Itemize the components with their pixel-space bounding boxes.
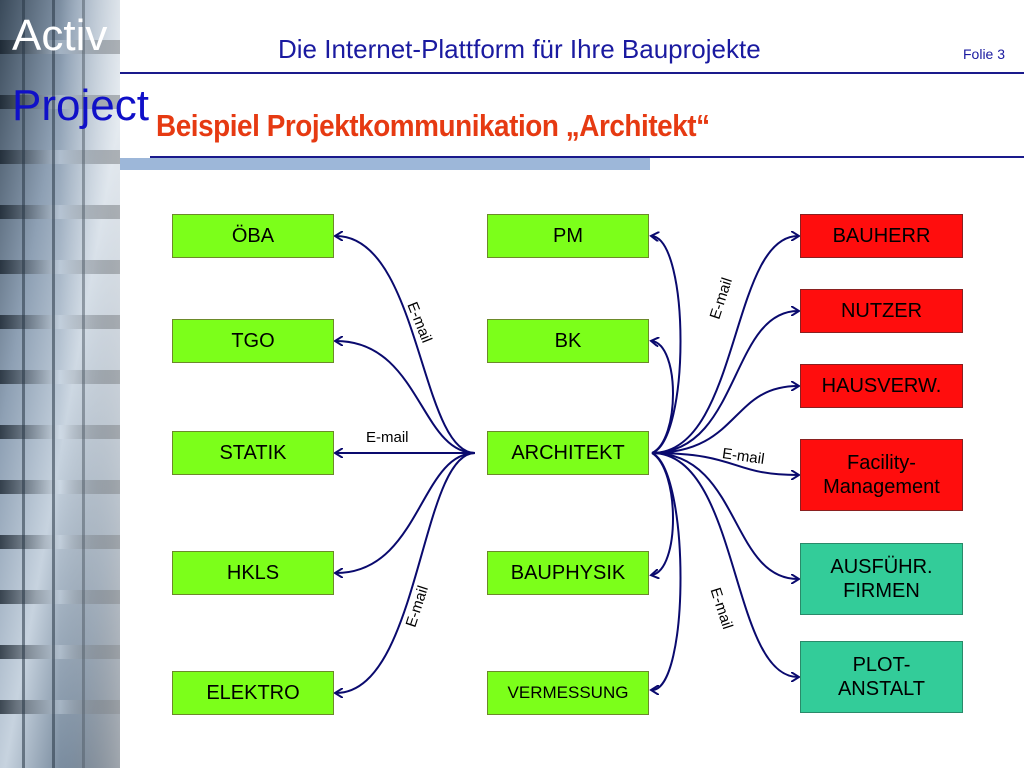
node-pm: PM <box>487 214 649 258</box>
link-architekt-hausverw <box>651 386 798 454</box>
node-facility-management: Facility- Management <box>800 439 963 511</box>
node-statik: STATIK <box>172 431 334 475</box>
link-architekt-tgo <box>336 341 476 454</box>
node-hausverw: HAUSVERW. <box>800 364 963 408</box>
link-architekt-elektro <box>336 452 476 693</box>
link-architekt-bauphysik <box>652 452 674 575</box>
node-ausfuehr-firmen: AUSFÜHR. FIRMEN <box>800 543 963 615</box>
link-architekt-nutzer <box>651 311 798 454</box>
edge-label-email-statik: E-mail <box>366 429 409 446</box>
link-architekt-pm <box>652 236 682 454</box>
node-oeba: ÖBA <box>172 214 334 258</box>
node-vermessung: VERMESSUNG <box>487 671 649 715</box>
platform-subtitle: Die Internet-Plattform für Ihre Bauproje… <box>278 34 761 64</box>
link-architekt-bauherr <box>651 236 798 454</box>
link-architekt-facility <box>651 452 798 475</box>
logo-activ: Activ - <box>12 11 159 60</box>
header-rule <box>120 72 1024 74</box>
logo-project: Project <box>12 81 149 130</box>
slide-number: Folie 3 <box>963 46 1006 62</box>
node-hkls: HKLS <box>172 551 334 595</box>
link-architekt-ausfuehr <box>651 452 798 579</box>
building-photo <box>0 0 120 768</box>
node-nutzer: NUTZER <box>800 289 963 333</box>
node-bk: BK <box>487 319 649 363</box>
link-architekt-hkls <box>336 452 476 573</box>
link-architekt-oeba <box>336 236 476 454</box>
node-bauherr: BAUHERR <box>800 214 963 258</box>
node-plot-anstalt: PLOT- ANSTALT <box>800 641 963 713</box>
slide-title: Beispiel Projektkommunikation „Architekt… <box>156 108 710 143</box>
node-bauphysik: BAUPHYSIK <box>487 551 649 595</box>
node-tgo: TGO <box>172 319 334 363</box>
link-architekt-plot <box>651 452 798 677</box>
link-architekt-bk <box>652 341 674 454</box>
title-underline-bar <box>120 158 650 170</box>
link-architekt-vermessung <box>652 452 682 690</box>
title-rule <box>150 156 1024 158</box>
node-elektro: ELEKTRO <box>172 671 334 715</box>
node-architekt: ARCHITEKT <box>487 431 649 475</box>
